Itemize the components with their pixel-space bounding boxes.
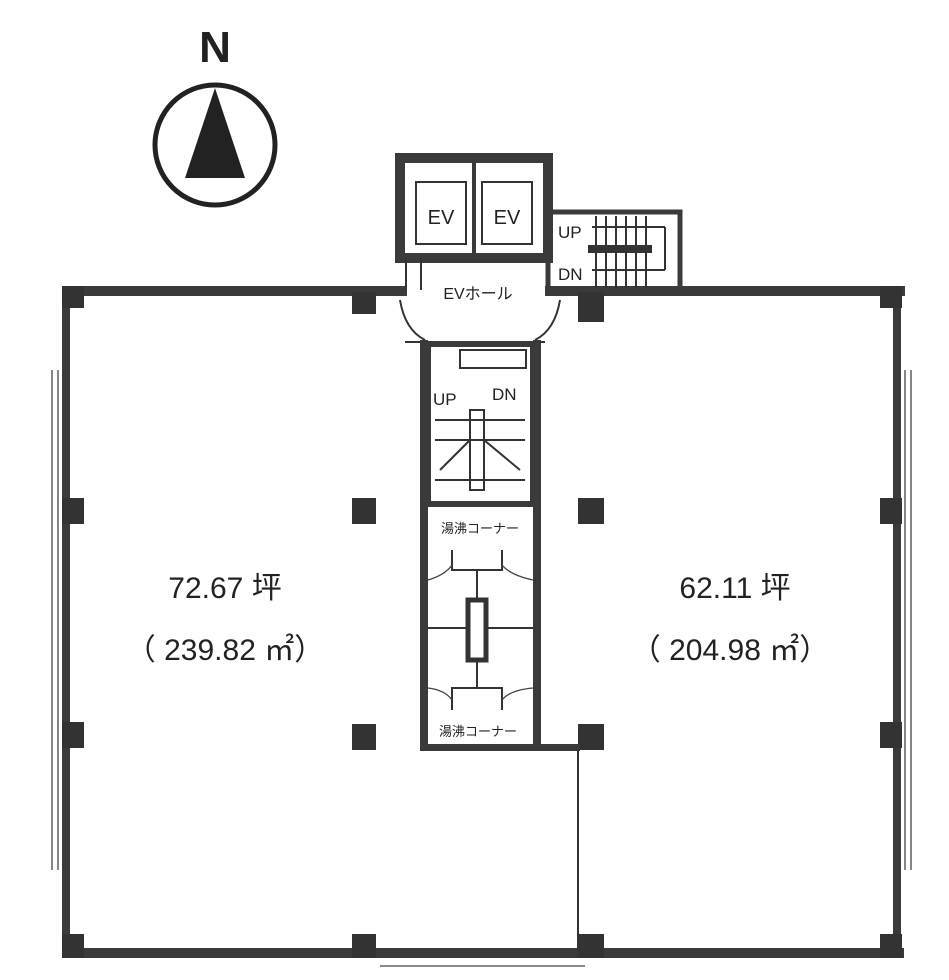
- room-right-tsubo: 62.11 坪: [679, 572, 790, 605]
- ev-hall-label: EVホール: [443, 286, 512, 303]
- kitchenette-label: 湯沸コーナー: [441, 521, 519, 536]
- elevator-label: EV: [428, 207, 455, 229]
- stair-down-label: DN: [558, 265, 583, 284]
- north-compass-icon: [152, 82, 278, 208]
- elevator-shaft: [395, 153, 553, 290]
- core-stair-up-label: UP: [433, 390, 457, 409]
- kitchenette-label: 湯沸コーナー: [439, 724, 517, 739]
- ev-hall-doors: [399, 299, 561, 343]
- room-left-sqm: （ 239.82 ㎡）: [126, 634, 324, 667]
- compass-label: N: [199, 23, 231, 72]
- toilets: [427, 550, 534, 710]
- room-right-sqm: （ 204.98 ㎡）: [631, 634, 829, 667]
- columns: [62, 286, 902, 958]
- core-stair: [425, 341, 536, 507]
- stair-up-label: UP: [558, 223, 582, 242]
- room-left-tsubo: 72.67 坪: [168, 572, 281, 605]
- outer-stair: [545, 209, 683, 293]
- core-walls: [420, 340, 580, 950]
- elevator-label: EV: [494, 207, 521, 229]
- core-stair-down-label: DN: [492, 385, 517, 404]
- outer-walls: [51, 286, 912, 967]
